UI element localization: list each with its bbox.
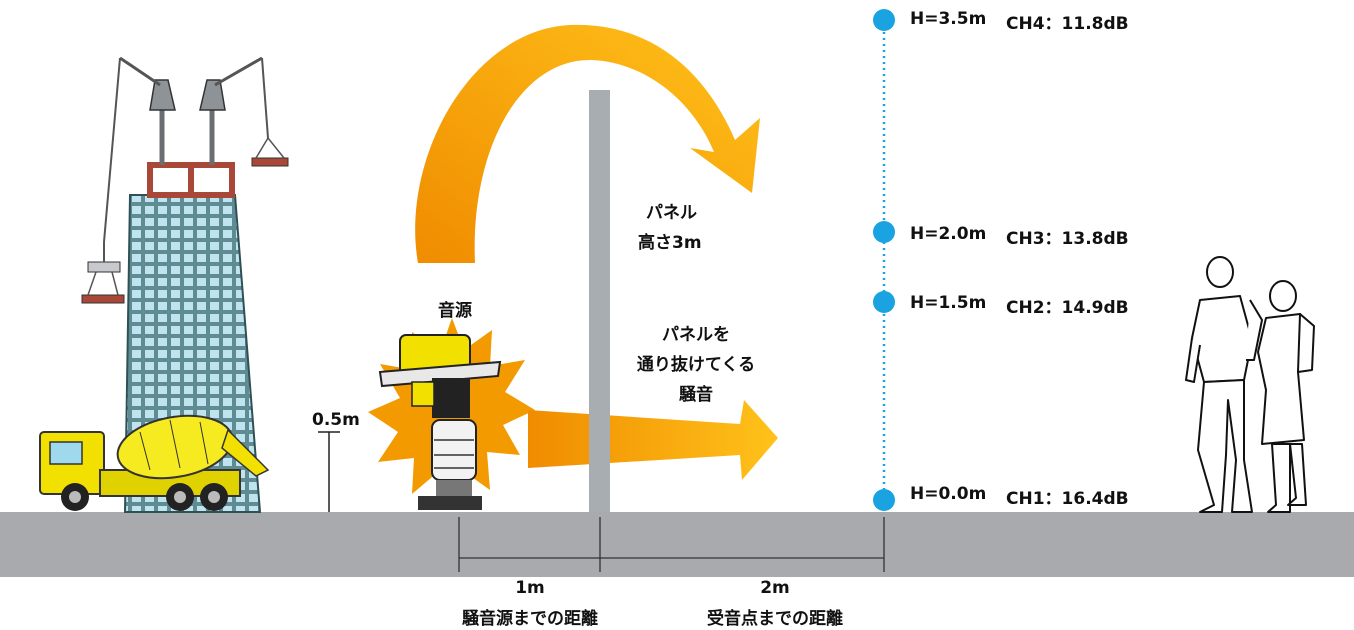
point-1-channel: CH1：16.4dB [1006,489,1129,509]
distance-source-value: 1m [515,578,545,598]
sensor-dot-icon [873,291,895,313]
distance-source-caption: 騒音源までの距離 [462,609,598,629]
panel-label-line2: 高さ3m [638,233,702,253]
through-noise-line3: 騒音 [679,385,713,405]
through-noise-arrow [528,400,778,480]
noise-panel [589,90,610,512]
rammer-icon [378,334,502,510]
sensor-dot-icon [873,221,895,243]
point-2-channel: CH2：14.9dB [1006,298,1129,318]
diffracted-noise-arrow [415,24,760,264]
sensor-dot-icon [873,489,895,511]
through-noise-line2: 通り抜けてくる [636,355,756,375]
distance-receiver-value: 2m [760,578,790,598]
point-4-height: H=3.5m [910,9,987,29]
source-height-label: 0.5m [312,410,360,430]
sensor-dot-icon [873,9,895,31]
source-label: 音源 [438,301,472,321]
panel-label-line1: パネル [646,203,697,223]
pedestrians-icon [1185,256,1315,513]
point-3-height: H=2.0m [910,224,987,244]
source-height-marker [318,431,340,512]
point-4-channel: CH4：11.8dB [1006,14,1129,34]
point-2-height: H=1.5m [910,293,987,313]
point-3-channel: CH3：13.8dB [1006,229,1129,249]
distance-dimensions [458,517,885,572]
point-1-height: H=0.0m [910,484,987,504]
through-noise-line1: パネルを [662,325,730,345]
mixer-truck-icon [39,414,270,511]
distance-receiver-caption: 受音点までの距離 [707,609,843,629]
ground [0,512,1354,577]
